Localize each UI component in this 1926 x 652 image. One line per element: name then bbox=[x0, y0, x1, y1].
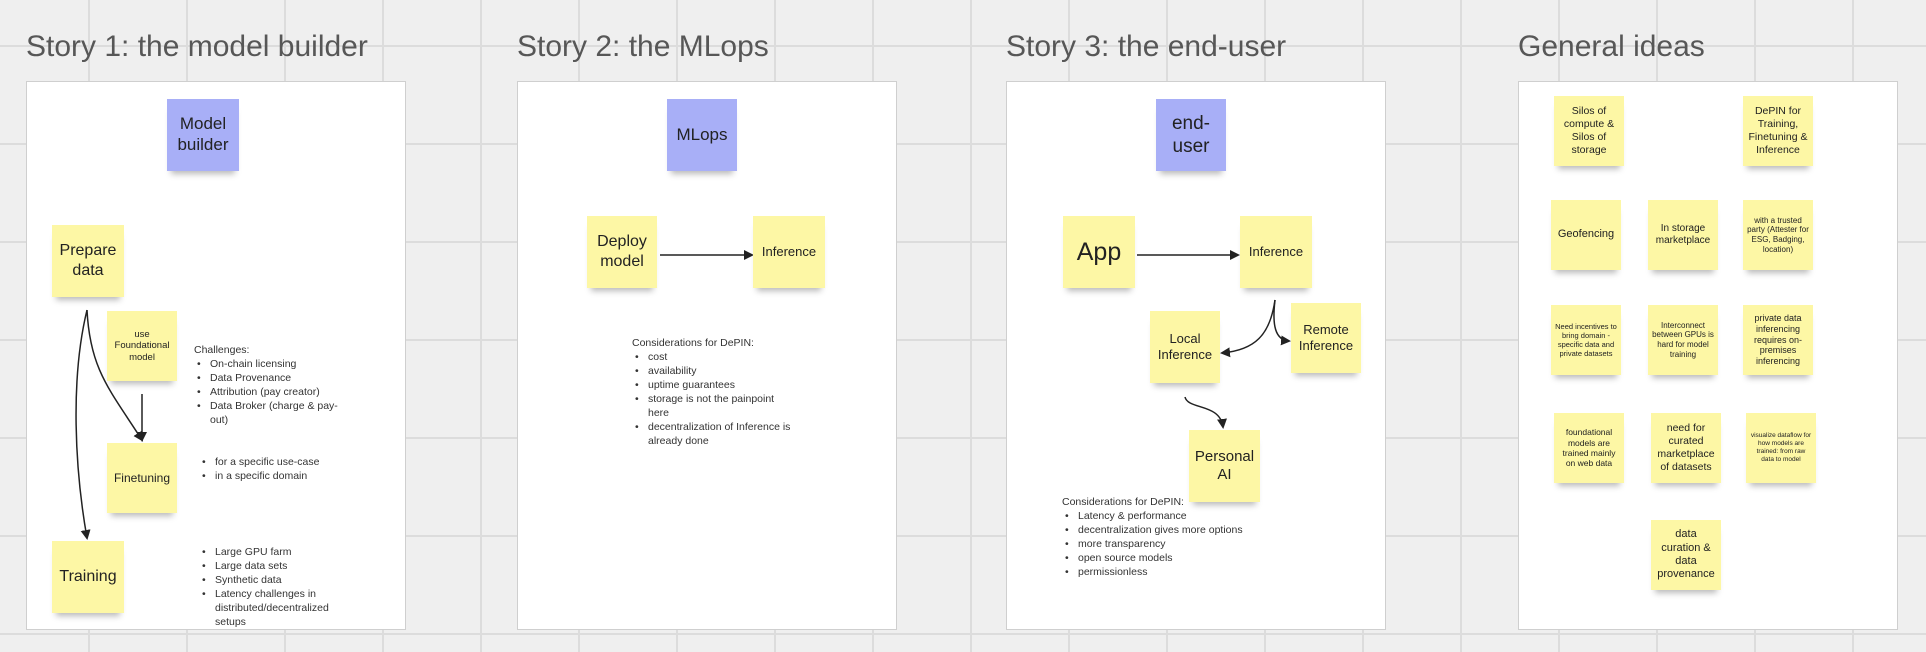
finetune-note-item: in a specific domain bbox=[199, 469, 339, 483]
consideration-item: availability bbox=[632, 364, 792, 378]
idea-sticky[interactable]: need for curated marketplace of datasets bbox=[1651, 413, 1721, 483]
arrow-prepare-to-finetuning bbox=[86, 309, 144, 442]
training-note-item: Latency challenges in distributed/decent… bbox=[199, 587, 339, 629]
sticky-foundational-model[interactable]: use Foundational model bbox=[107, 311, 177, 381]
story1-title: Story 1: the model builder bbox=[26, 30, 368, 63]
arrow-local-to-personal bbox=[1184, 396, 1227, 429]
idea-sticky[interactable]: visualize dataflow for how models are tr… bbox=[1746, 413, 1816, 483]
sticky-mlops[interactable]: MLops bbox=[667, 99, 737, 171]
consideration-item: storage is not the painpoint here bbox=[632, 392, 792, 420]
sticky-local-inference[interactable]: Local Inference bbox=[1150, 311, 1220, 383]
idea-sticky[interactable]: Interconnect between GPUs is hard for mo… bbox=[1648, 305, 1718, 375]
consideration-item: cost bbox=[632, 350, 792, 364]
challenge-item: Data Broker (charge & pay-out) bbox=[194, 399, 344, 427]
training-note-item: Large data sets bbox=[199, 559, 339, 573]
arrow-inference-to-local bbox=[1220, 299, 1276, 358]
story3-title: Story 3: the end-user bbox=[1006, 30, 1287, 63]
challenge-item: Data Provenance bbox=[194, 371, 344, 385]
sticky-app[interactable]: App bbox=[1063, 216, 1135, 288]
consideration-item: permissionless bbox=[1062, 565, 1262, 579]
story3-considerations: Considerations for DePIN: Latency & perf… bbox=[1062, 495, 1262, 579]
sticky-model-builder[interactable]: Model builder bbox=[167, 99, 239, 171]
sticky-training[interactable]: Training bbox=[52, 541, 124, 613]
arrow-prepare-to-training bbox=[75, 309, 91, 540]
training-note-item: Large GPU farm bbox=[199, 545, 339, 559]
consideration-item: decentralization gives more options bbox=[1062, 523, 1262, 537]
sticky-prepare-data[interactable]: Prepare data bbox=[52, 225, 124, 297]
sticky-deploy-model[interactable]: Deploy model bbox=[587, 216, 657, 288]
arrow-inference-to-remote bbox=[1273, 299, 1291, 346]
idea-sticky[interactable]: Silos of compute & Silos of storage bbox=[1554, 96, 1624, 166]
story2-considerations: Considerations for DePIN: cost availabil… bbox=[632, 336, 792, 448]
idea-sticky[interactable]: foundational models are trained mainly o… bbox=[1554, 413, 1624, 483]
considerations-title: Considerations for DePIN: bbox=[1062, 496, 1184, 508]
idea-sticky[interactable]: Need incentives to bring domain -specifi… bbox=[1551, 305, 1621, 375]
training-note-item: Synthetic data bbox=[199, 573, 339, 587]
challenges-notes: Challenges: On-chain licensing Data Prov… bbox=[194, 343, 344, 427]
considerations-title: Considerations for DePIN: bbox=[632, 337, 754, 349]
challenge-item: Attribution (pay creator) bbox=[194, 385, 344, 399]
sticky-inference[interactable]: Inference bbox=[753, 216, 825, 288]
idea-sticky[interactable]: Geofencing bbox=[1551, 200, 1621, 270]
idea-sticky[interactable]: DePIN for Training, Finetuning & Inferen… bbox=[1743, 96, 1813, 166]
consideration-item: decentralization of Inference is already… bbox=[632, 420, 792, 448]
sticky-personal-ai[interactable]: Personal AI bbox=[1189, 430, 1260, 502]
consideration-item: uptime guarantees bbox=[632, 378, 792, 392]
challenge-item: On-chain licensing bbox=[194, 357, 344, 371]
general-title: General ideas bbox=[1518, 30, 1705, 63]
idea-sticky[interactable]: In storage marketplace bbox=[1648, 200, 1718, 270]
finetune-note-item: for a specific use-case bbox=[199, 455, 339, 469]
idea-sticky[interactable]: data curation & data provenance bbox=[1651, 520, 1721, 590]
finetune-notes: for a specific use-case in a specific do… bbox=[199, 455, 339, 483]
sticky-finetuning[interactable]: Finetuning bbox=[107, 443, 177, 513]
sticky-inference-3[interactable]: Inference bbox=[1240, 216, 1312, 288]
consideration-item: open source models bbox=[1062, 551, 1262, 565]
consideration-item: more transparency bbox=[1062, 537, 1262, 551]
consideration-item: Latency & performance bbox=[1062, 509, 1262, 523]
training-notes: Large GPU farm Large data sets Synthetic… bbox=[199, 545, 339, 629]
idea-sticky[interactable]: private data inferencing requires on-pre… bbox=[1743, 305, 1813, 375]
sticky-remote-inference[interactable]: Remote Inference bbox=[1291, 303, 1361, 373]
story2-title: Story 2: the MLops bbox=[517, 30, 769, 63]
idea-sticky[interactable]: with a trusted party (Attester for ESG, … bbox=[1743, 200, 1813, 270]
sticky-end-user[interactable]: end-user bbox=[1156, 99, 1226, 171]
challenges-title: Challenges: bbox=[194, 344, 250, 356]
